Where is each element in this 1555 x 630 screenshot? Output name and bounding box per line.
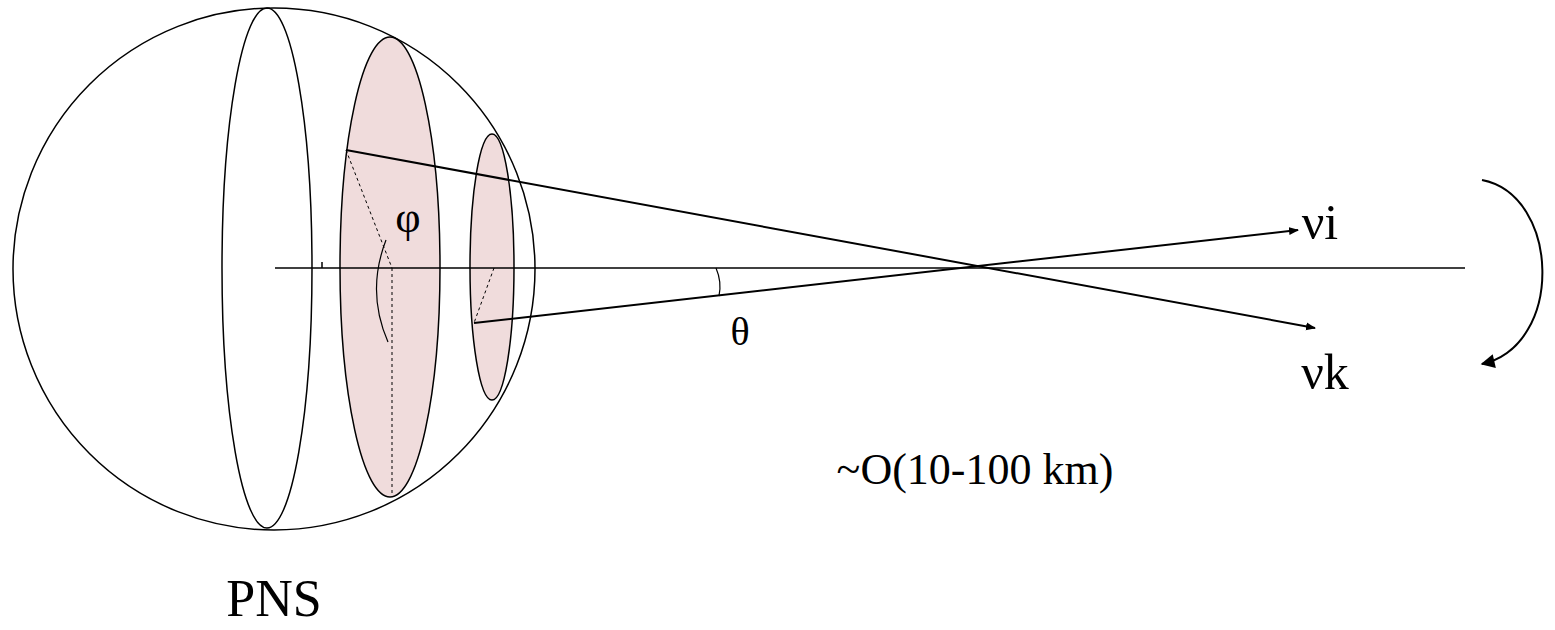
- emission-disk: [340, 37, 440, 497]
- distance-label: ~O(10-100 km): [837, 448, 1114, 492]
- axis-tick: [321, 262, 323, 268]
- neutrino-ray: [474, 230, 1298, 323]
- sphere-outline: [13, 8, 535, 530]
- angle-label: θ: [730, 312, 749, 352]
- neutrino-label: νk: [1301, 347, 1349, 397]
- pns-sphere: PNS: [12, 7, 536, 531]
- sphere-outline: [12, 7, 536, 531]
- phi-arc: [376, 240, 388, 342]
- rotation-arrow: [1482, 180, 1542, 364]
- angle-label: φ: [395, 196, 420, 240]
- neutrino-label: νi: [1302, 197, 1339, 247]
- neutrino-ray: [346, 150, 1315, 328]
- node-label: PNS: [226, 573, 321, 625]
- axis-line: [275, 267, 1465, 269]
- radius-line: [474, 268, 494, 323]
- theta-arc: [716, 268, 720, 296]
- radius-line: [346, 150, 392, 268]
- radius-line: [392, 268, 393, 495]
